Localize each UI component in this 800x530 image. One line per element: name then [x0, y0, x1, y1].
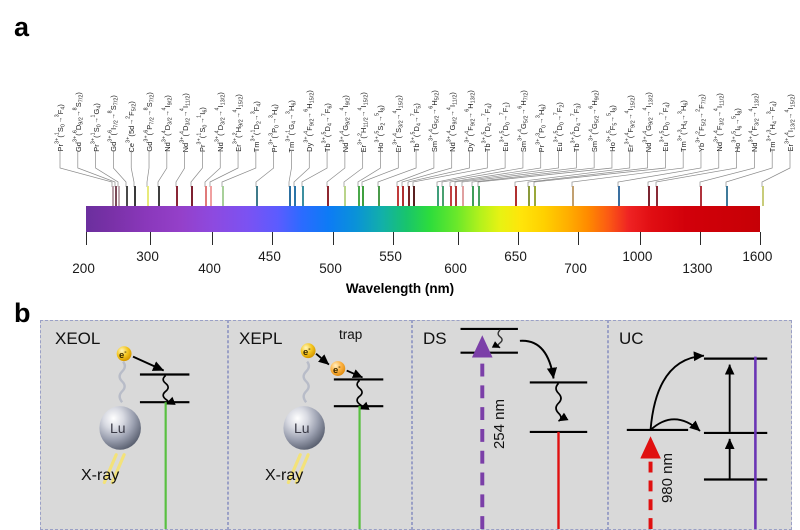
- electron-label-xeol: e-: [119, 349, 127, 362]
- mechanism-title-xeol: XEOL: [55, 329, 101, 348]
- axis-tick-label: 450: [258, 249, 281, 264]
- axis-tick: [333, 232, 335, 245]
- spectral-line: [437, 186, 439, 206]
- spectral-line: [118, 186, 120, 206]
- mechanism-panel-xeol: XEOL: [40, 320, 228, 530]
- trapped-electron-label-xepl: e-: [333, 364, 341, 377]
- mechanism-panel-xepl: XEPL: [228, 320, 412, 530]
- spectral-line: [762, 186, 764, 206]
- mechanism-panel-uc: UC: [608, 320, 792, 530]
- spectral-line: [402, 186, 404, 206]
- spectral-line: [462, 186, 464, 206]
- spectral-line: [648, 186, 650, 206]
- spectral-line: [478, 186, 480, 206]
- spectrum-colorbar: [86, 206, 760, 232]
- spectral-line: [618, 186, 620, 206]
- spectral-line: [134, 186, 136, 206]
- spectral-line: [572, 186, 574, 206]
- spectral-line: [515, 186, 517, 206]
- axis-tick: [150, 232, 152, 245]
- spectral-line: [115, 186, 117, 206]
- spectral-line: [126, 186, 128, 206]
- xeol-diagram: [99, 346, 190, 529]
- spectral-line: [358, 186, 360, 206]
- spectral-line: [455, 186, 457, 206]
- excitation-wavelength-ds: 254 nm: [491, 399, 508, 450]
- trap-label-xepl: trap: [339, 327, 363, 342]
- xray-source-label-xeol: X-ray: [81, 467, 120, 484]
- axis-tick: [518, 232, 520, 245]
- excitation-wavelength-uc: 980 nm: [659, 453, 676, 504]
- spectral-line: [327, 186, 329, 206]
- spectral-line: [158, 186, 160, 206]
- spectral-line: [191, 186, 193, 206]
- spectral-line: [472, 186, 474, 206]
- spectral-line: [700, 186, 702, 206]
- mechanism-panel-ds: DS: [412, 320, 608, 530]
- axis-title: Wavelength (nm): [345, 281, 455, 296]
- spectral-line: [294, 186, 296, 206]
- spectral-line: [222, 186, 224, 206]
- mechanism-title-ds: DS: [423, 329, 447, 348]
- axis-tick: [700, 232, 702, 245]
- axis-tick-label: 1000: [622, 249, 653, 264]
- spectral-line: [726, 186, 728, 206]
- axis-tick: [393, 232, 395, 245]
- axis-tick-label: 400: [198, 261, 221, 276]
- spectral-line: [210, 186, 212, 206]
- axis-tick: [212, 232, 214, 245]
- axis-tick-label: 600: [444, 261, 467, 276]
- ds-diagram: [460, 327, 588, 529]
- spectral-line: [289, 186, 291, 206]
- uc-diagram: [626, 351, 768, 529]
- axis-tick: [578, 232, 580, 245]
- axis-tick-label: 550: [379, 249, 402, 264]
- panel-a-letter: a: [14, 12, 30, 42]
- spectral-line: [534, 186, 536, 206]
- spectral-line: [112, 186, 114, 206]
- axis-tick: [458, 232, 460, 245]
- spectral-line: [302, 186, 304, 206]
- axis-tick-label: 700: [564, 261, 587, 276]
- axis-tick: [272, 232, 274, 245]
- spectral-line: [442, 186, 444, 206]
- mechanism-title-xepl: XEPL: [239, 329, 283, 348]
- electron-label-xepl: e-: [303, 346, 311, 359]
- spectral-line: [205, 186, 207, 206]
- spectral-line: [408, 186, 410, 206]
- mechanism-title-uc: UC: [619, 329, 644, 348]
- axis-tick: [640, 232, 642, 245]
- axis-tick: [760, 232, 762, 245]
- spectral-line: [256, 186, 258, 206]
- spectral-line-layer: [112, 186, 764, 206]
- axis-tick-label: 1300: [682, 261, 713, 276]
- axis-tick-label: 500: [319, 261, 342, 276]
- spectral-line: [378, 186, 380, 206]
- spectral-line: [450, 186, 452, 206]
- spectral-line: [176, 186, 178, 206]
- spectral-line: [362, 186, 364, 206]
- spectral-line: [147, 186, 149, 206]
- axis-tick-label: 1600: [742, 249, 773, 264]
- panel-a-spectrum: Pr3+(1S0→3F4)Gd3+(6D9/2→8S7/2)Pr3+(1S0→1…: [55, 90, 797, 296]
- xray-source-label-xepl: X-ray: [265, 467, 304, 484]
- spectral-line: [344, 186, 346, 206]
- spectral-line: [656, 186, 658, 206]
- lu-core-label-xepl: Lu: [294, 420, 310, 436]
- spectral-line: [413, 186, 415, 206]
- xepl-diagram: [283, 343, 384, 529]
- panel-b-mechanisms: XEOL: [40, 320, 792, 530]
- axis-tick-label: 200: [72, 261, 95, 276]
- axis-tick-label: 300: [136, 249, 159, 264]
- spectral-line: [397, 186, 399, 206]
- spectral-line: [528, 186, 530, 206]
- panel-b-letter: b: [14, 298, 31, 328]
- axis-tick: [86, 232, 88, 245]
- lu-core-label-xeol: Lu: [110, 420, 126, 436]
- axis-tick-label: 650: [504, 249, 527, 264]
